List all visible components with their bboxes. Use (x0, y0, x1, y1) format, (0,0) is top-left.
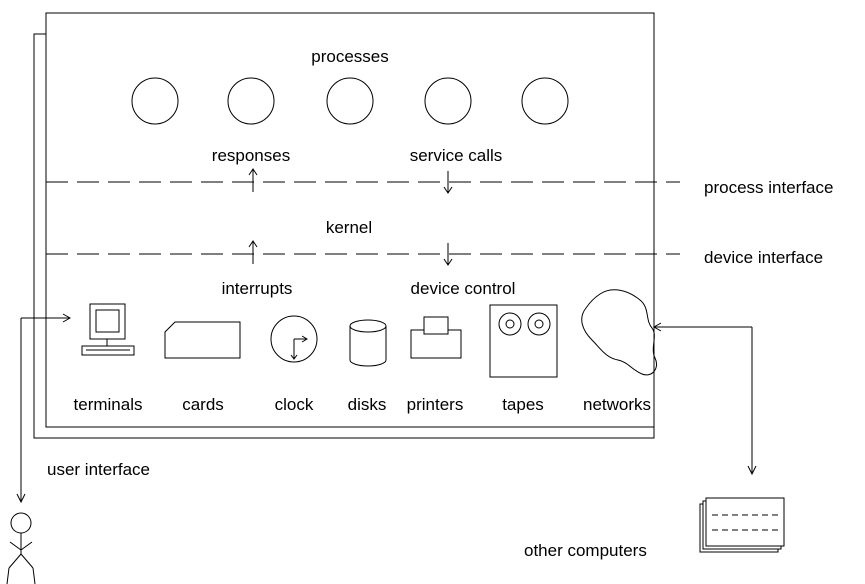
device-label-printers: printers (407, 395, 464, 414)
device-control-label: device control (411, 279, 516, 298)
tape-icon (489, 304, 558, 378)
computers-stack-icon (699, 497, 785, 553)
network-connector (652, 322, 757, 476)
process-circles (131, 77, 569, 125)
device-interface-label: device interface (704, 248, 823, 267)
process-circle-icon (326, 77, 374, 125)
responses-label: responses (212, 146, 290, 165)
process-circle-icon (227, 77, 275, 125)
response-arrow (248, 168, 258, 192)
service-call-arrow (443, 171, 453, 194)
process-interface-label: process interface (704, 178, 833, 197)
kernel-label: kernel (326, 218, 372, 237)
device-label-disks: disks (348, 395, 387, 414)
back-frame (33, 33, 655, 439)
disk-icon (349, 319, 387, 367)
device-label-tapes: tapes (502, 395, 544, 414)
user-interface-label: user interface (47, 460, 150, 479)
device-control-arrow (443, 243, 453, 266)
printer-icon (410, 316, 462, 359)
process-circle-icon (131, 77, 179, 125)
user-figure-icon (6, 512, 36, 584)
processes-label: processes (311, 47, 388, 66)
device-label-terminals: terminals (74, 395, 143, 414)
service-calls-label: service calls (410, 146, 503, 165)
interrupt-arrow (248, 240, 258, 264)
network-icon (581, 289, 657, 376)
device-label-cards: cards (182, 395, 224, 414)
process-circle-icon (424, 77, 472, 125)
card-icon (164, 321, 241, 359)
terminal-icon (81, 303, 135, 356)
system-frame (45, 12, 655, 428)
device-label-clock: clock (275, 395, 314, 414)
process-circle-icon (521, 77, 569, 125)
other-computers-label: other computers (524, 541, 647, 560)
interrupts-label: interrupts (222, 279, 293, 298)
clock-icon (270, 315, 318, 363)
device-label-networks: networks (583, 395, 651, 414)
user-interface-connector (16, 313, 72, 504)
